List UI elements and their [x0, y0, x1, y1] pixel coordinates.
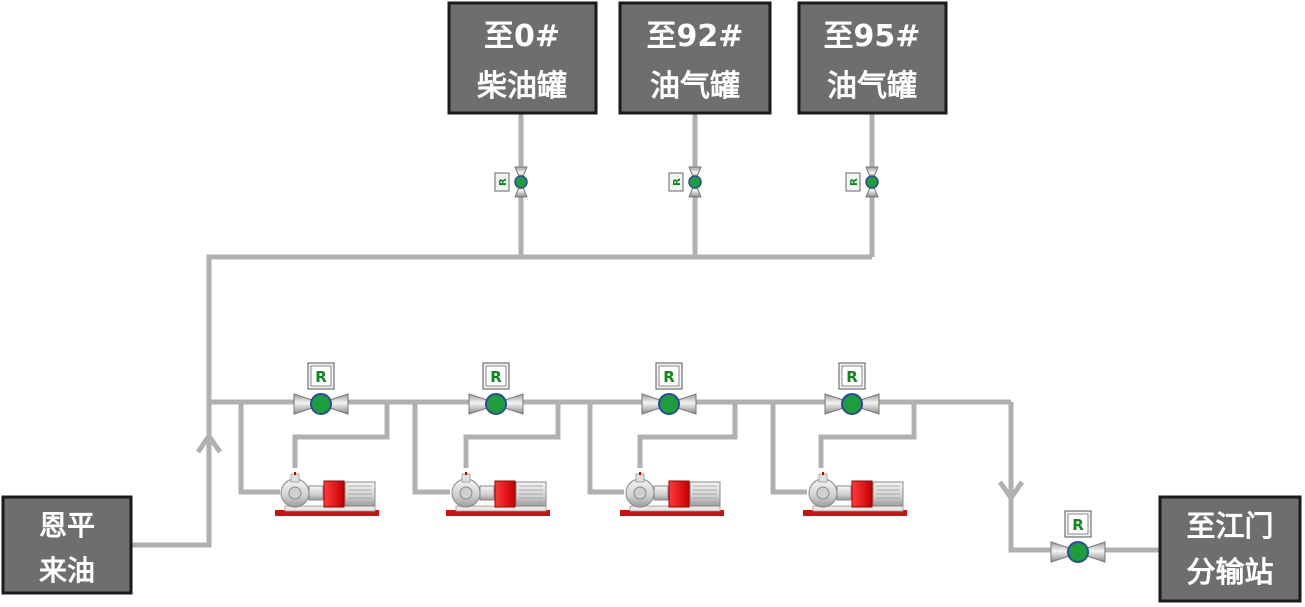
destination-box[interactable]: 至江门 分输站: [1158, 495, 1302, 603]
centrifugal-pump-icon[interactable]: [802, 471, 908, 517]
control-valve-icon[interactable]: [468, 362, 524, 415]
tank-box-gas95[interactable]: 至95# 油气罐: [797, 1, 948, 115]
centrifugal-pump-icon[interactable]: [619, 471, 725, 517]
centrifugal-pump-icon[interactable]: [445, 471, 551, 517]
centrifugal-pump-icon[interactable]: [274, 471, 380, 517]
tank-label-line1: 至95#: [824, 19, 921, 54]
control-valve-icon[interactable]: [824, 362, 880, 415]
source-box[interactable]: 恩平 来油: [1, 495, 133, 595]
inlet-flow-arrow-icon: [195, 431, 223, 454]
control-valve-icon[interactable]: [668, 166, 702, 198]
control-valve-icon[interactable]: [1050, 510, 1106, 563]
tank-box-diesel0[interactable]: 至0# 柴油罐: [447, 1, 598, 115]
tank-label-line1: 至0#: [484, 19, 560, 54]
outlet-pipe: [1008, 402, 1160, 553]
destination-label-line1: 至江门: [1186, 509, 1273, 543]
tank-label-line2: 油气罐: [650, 69, 740, 104]
tank-label-line2: 柴油罐: [477, 69, 567, 104]
tank-label-line2: 油气罐: [827, 69, 917, 104]
tank-label-line1: 至92#: [647, 19, 744, 54]
control-valve-icon[interactable]: [641, 362, 697, 415]
control-valve-icon[interactable]: [293, 362, 349, 415]
outlet-flow-arrow-icon: [997, 480, 1025, 503]
source-label-line1: 恩平: [39, 509, 95, 542]
control-valve-icon[interactable]: [845, 166, 879, 198]
destination-label-line2: 分输站: [1186, 555, 1273, 589]
source-label-line2: 来油: [39, 554, 95, 587]
control-valve-icon[interactable]: [494, 166, 528, 198]
tank-box-gas92[interactable]: 至92# 油气罐: [618, 1, 772, 115]
